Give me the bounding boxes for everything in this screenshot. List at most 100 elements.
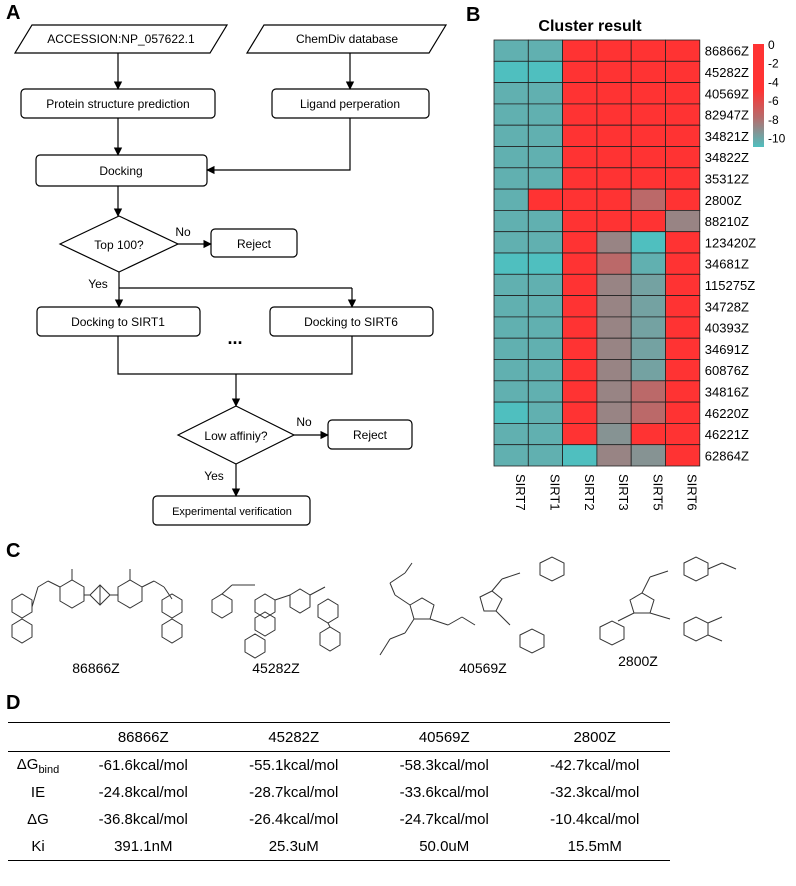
panel-label-a: A: [6, 2, 21, 24]
heatmap-cell: [562, 401, 598, 424]
heatmap-cell: [596, 146, 632, 169]
heatmap-cell: [665, 252, 701, 275]
heatmap-row-label: 40393Z: [705, 321, 749, 336]
table-header-2800z: 2800Z: [519, 722, 670, 752]
compound-structures: 86866Z 45282Z 40569Z 2800Z: [11, 556, 737, 676]
yes-label-2: Yes: [204, 469, 224, 483]
table-row: ΔGbind -61.6kcal/mol -55.1kcal/mol -58.3…: [8, 752, 670, 780]
heatmap-cell: [493, 401, 529, 424]
heatmap-cell: [630, 188, 666, 211]
colorbar-tick-label: -10: [768, 132, 786, 146]
structure-86866z: [11, 569, 183, 644]
heatmap-cell: [665, 209, 701, 233]
heatmap-cell: [527, 422, 563, 446]
heatmap-cell: [493, 380, 529, 403]
database-text: ChemDiv database: [296, 32, 398, 46]
heatmap-cell: [562, 444, 598, 467]
colorbar: [753, 44, 764, 147]
heatmap-cell: [630, 167, 666, 190]
heatmap-cell: [527, 337, 563, 360]
heatmap-cell: [596, 295, 632, 318]
row-label: IE: [30, 784, 46, 801]
cluster-heatmap: Cluster result 86866Z45282Z40569Z82947Z3…: [493, 18, 786, 511]
heatmap-cell: [562, 188, 598, 211]
heatmap-row-label: 82947Z: [705, 108, 749, 123]
heatmap-cell: [596, 188, 632, 211]
heatmap-cell: [665, 231, 701, 254]
heatmap-cell: [562, 359, 598, 382]
heatmap-column-label: SIRT3: [616, 474, 631, 511]
workflow-flowchart: ACCESSION:NP_057622.1 ChemDiv database P…: [13, 24, 448, 526]
heatmap-cell: [630, 82, 666, 105]
heatmap-cell: [562, 337, 598, 360]
colorbar-tick-label: -8: [768, 113, 779, 127]
heatmap-cell: [527, 231, 563, 254]
heatmap-cell: [493, 295, 529, 318]
heatmap-cell: [562, 273, 598, 296]
heatmap-row-labels: 86866Z45282Z40569Z82947Z34821Z34822Z3531…: [705, 44, 756, 464]
heatmap-cell: [630, 146, 666, 169]
heatmap-cell: [527, 209, 563, 233]
heatmap-cell: [562, 316, 598, 339]
table-cell: 15.5mM: [519, 833, 670, 861]
heatmap-cell: [596, 401, 632, 424]
table-cell: 391.1nM: [68, 833, 219, 861]
heatmap-cell: [493, 444, 529, 467]
heatmap-cell: [562, 82, 598, 105]
heatmap-cell: [665, 124, 701, 147]
table-header-row: 86866Z 45282Z 40569Z 2800Z: [8, 722, 670, 752]
heatmap-cell: [527, 188, 563, 211]
heatmap-cell: [527, 167, 563, 190]
experimental-verification-text: Experimental verification: [172, 506, 292, 518]
heatmap-cell: [665, 444, 701, 467]
accession-text: ACCESSION:NP_057622.1: [47, 32, 195, 46]
heatmap-column-label: SIRT6: [685, 474, 700, 511]
compound-label-2800z: 2800Z: [618, 653, 658, 669]
heatmap-cell: [630, 252, 666, 275]
heatmap-row-label: 40569Z: [705, 86, 749, 101]
table-cell: -42.7kcal/mol: [550, 757, 640, 774]
heatmap-cell: [596, 103, 632, 126]
heatmap-cell: [665, 82, 701, 105]
heatmap-cell: [596, 337, 632, 360]
experimental-verification-box: [152, 495, 311, 526]
table-cell: -32.3kcal/mol: [550, 784, 640, 801]
heatmap-cell: [630, 124, 666, 147]
heatmap-cell: [596, 444, 632, 467]
heatmap-cell: [665, 167, 701, 190]
database-input-shape: [245, 24, 448, 54]
heatmap-cell: [596, 316, 632, 339]
heatmap-cell: [562, 60, 598, 83]
protein-prediction-text: Protein structure prediction: [46, 97, 189, 111]
heatmap-cell: [665, 295, 701, 318]
heatmap-cell: [665, 422, 701, 446]
panel-label-d: D: [6, 692, 21, 714]
heatmap-cell: [630, 103, 666, 126]
heatmap-cell: [665, 401, 701, 424]
heatmap-cell: [493, 124, 529, 147]
heatmap-row-label: 86866Z: [705, 44, 749, 59]
top100-text: Top 100?: [94, 238, 144, 252]
heatmap-cell: [630, 295, 666, 318]
low-affinity-text: Low affiniy?: [204, 429, 267, 443]
heatmap-cell: [527, 60, 563, 83]
reject-text-2: Reject: [353, 428, 388, 442]
heatmap-cell: [596, 124, 632, 147]
heatmap-cell: [630, 209, 666, 233]
heatmap-column-label: SIRT1: [547, 474, 562, 511]
colorbar-tick-label: 0: [768, 38, 775, 52]
table-header-45282z: 45282Z: [218, 722, 369, 752]
table-cell: -36.8kcal/mol: [98, 811, 188, 828]
heatmap-cell: [665, 146, 701, 169]
heatmap-row-label: 88210Z: [705, 214, 749, 229]
heatmap-cell: [630, 316, 666, 339]
heatmap-row-label: 45282Z: [705, 65, 749, 80]
colorbar-tick-label: -2: [768, 57, 779, 71]
heatmap-cell: [562, 252, 598, 275]
heatmap-cell: [665, 380, 701, 403]
heatmap-cell: [665, 316, 701, 339]
heatmap-cell: [493, 422, 529, 446]
no-label-2: No: [296, 415, 312, 429]
heatmap-cell: [493, 82, 529, 105]
heatmap-cell: [562, 295, 598, 318]
